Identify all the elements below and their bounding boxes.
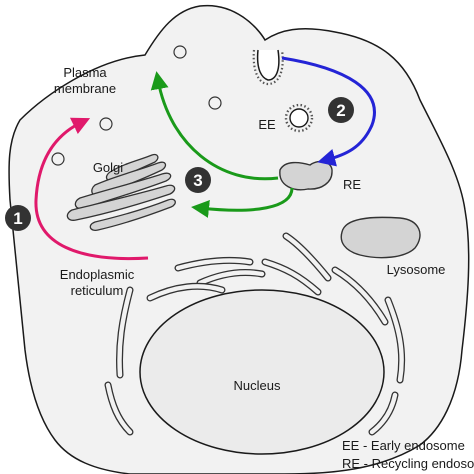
step-badge-label: 1	[13, 209, 22, 228]
step-badge-label: 2	[336, 101, 345, 120]
er-label-line1: Endoplasmic	[60, 267, 135, 282]
golgi-apparatus	[66, 153, 176, 231]
legend-line-1: EE - Early endosome	[342, 438, 465, 453]
lysosome	[340, 216, 421, 259]
vesicle	[173, 45, 187, 59]
ee-label: EE	[258, 117, 276, 132]
golgi-label: Golgi	[93, 160, 123, 175]
step-badge-3: 3	[185, 167, 211, 193]
endoplasmic-reticulum	[104, 232, 406, 436]
plasma-membrane-label-line2: membrane	[54, 81, 116, 96]
nucleus-label: Nucleus	[234, 378, 281, 393]
recycling-endosome	[279, 160, 333, 191]
arrow-re-to-membrane	[150, 71, 279, 181]
vesicle	[99, 117, 113, 131]
golgi-cisterna	[66, 184, 176, 221]
legend-line-2: RE - Recycling endosome	[342, 456, 474, 471]
arrow-re-to-golgi	[191, 187, 294, 218]
er-label-line2: reticulum	[71, 283, 124, 298]
arrow-er-to-membrane	[34, 117, 149, 261]
endocytic-pit	[252, 49, 284, 86]
lysosome-label: Lysosome	[387, 262, 446, 277]
step-badge-2: 2	[328, 97, 354, 123]
vesicle	[208, 96, 222, 110]
step-badge-label: 3	[193, 171, 202, 190]
step-badge-1: 1	[5, 205, 31, 231]
golgi-cisterna	[89, 198, 176, 231]
re-label: RE	[343, 177, 361, 192]
vesicles	[51, 45, 222, 166]
early-endosome	[284, 103, 314, 133]
nucleus	[139, 289, 385, 455]
arrow-membrane-to-re	[281, 56, 376, 167]
plasma-membrane-label-line1: Plasma	[63, 65, 107, 80]
vesicle	[51, 152, 65, 166]
